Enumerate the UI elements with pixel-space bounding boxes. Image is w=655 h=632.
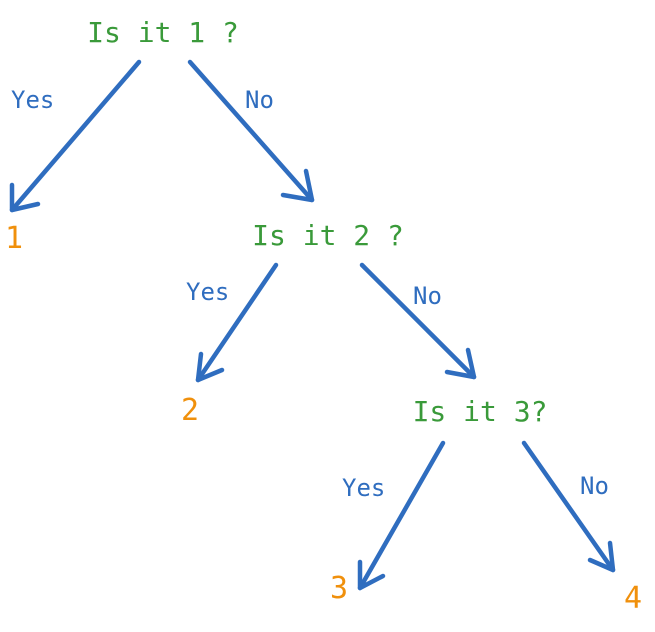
edge-q2-no xyxy=(359,262,477,380)
edge-q2-yes xyxy=(195,262,279,383)
edge-label-q3-no: No xyxy=(580,472,609,500)
leaf-3: 3 xyxy=(330,571,348,606)
edge-q3-no xyxy=(521,440,616,573)
leaf-4: 4 xyxy=(624,581,642,616)
edge-label-q2-no: No xyxy=(413,282,442,310)
question-node-1: Is it 1 ? xyxy=(87,16,239,49)
question-node-2: Is it 2 ? xyxy=(252,219,404,252)
leaf-1: 1 xyxy=(5,221,23,256)
edge-q3-yes xyxy=(357,440,446,591)
edge-q1-yes xyxy=(9,59,142,213)
edge-label-q2-yes: Yes xyxy=(186,278,229,306)
leaf-2: 2 xyxy=(181,393,199,428)
edge-label-q1-yes: Yes xyxy=(11,86,54,114)
edge-label-q3-yes: Yes xyxy=(342,474,385,502)
question-node-3: Is it 3? xyxy=(413,395,548,428)
edge-label-q1-no: No xyxy=(245,86,274,114)
edge-q1-no xyxy=(187,59,315,203)
